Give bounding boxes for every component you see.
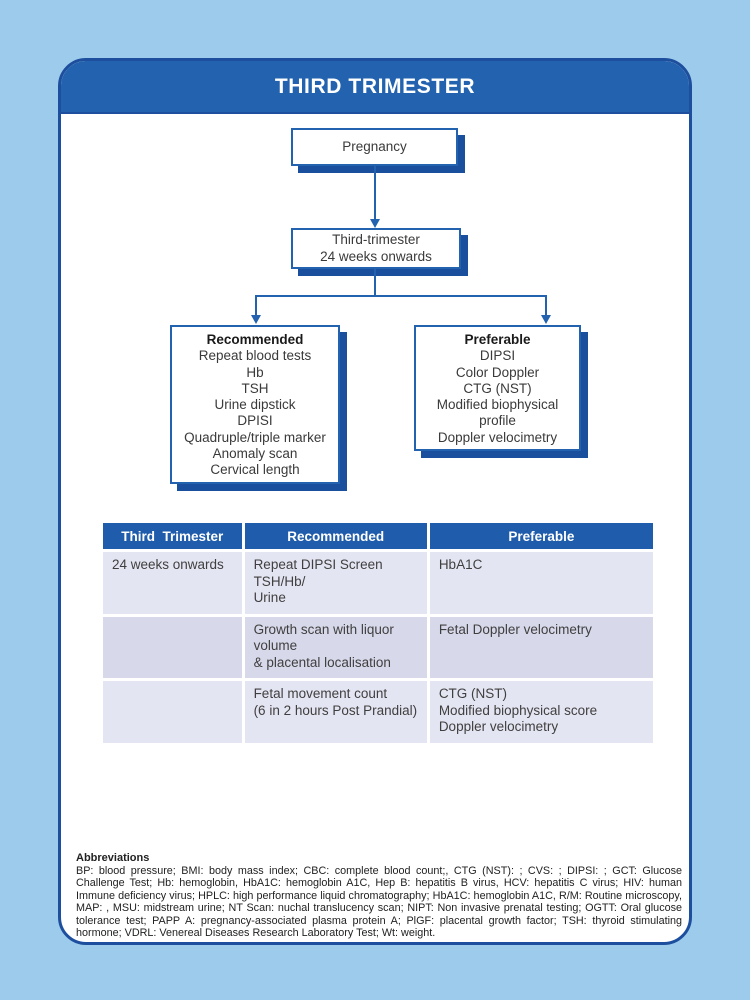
table-row: Fetal movement count(6 in 2 hours Post P…	[100, 678, 657, 746]
arrow-down-icon	[251, 315, 261, 324]
table-cell-line: (6 in 2 hours Post Prandial)	[253, 702, 418, 718]
table-cell-line: 24 weeks onwards	[112, 557, 224, 572]
connector-line	[255, 295, 547, 297]
flow-box-item: Color Doppler	[455, 364, 540, 380]
flow-box-item: profile	[479, 413, 516, 429]
table-cell-line: Modified biophysical score	[438, 702, 598, 718]
table-cell-line: CTG (NST)	[438, 686, 508, 701]
connector-line	[545, 295, 547, 315]
arrow-down-icon	[541, 315, 551, 324]
table-cell-line	[112, 622, 233, 639]
flow-box-item: Repeat blood tests	[198, 348, 312, 364]
flow-box-item: Cervical length	[210, 462, 300, 478]
flow-node-preferable-title: Preferable	[464, 332, 531, 347]
table-row: Growth scan with liquor volume& placenta…	[100, 613, 657, 681]
table-cell-line: HbA1C	[438, 557, 483, 572]
table-cell: Fetal Doppler velocimetry	[426, 613, 657, 681]
table-cell: Growth scan with liquor volume& placenta…	[241, 613, 430, 681]
table-cell-line: Growth scan with liquor volume	[253, 621, 394, 654]
page-title: THIRD TRIMESTER	[274, 74, 476, 98]
table-cell: Repeat DIPSI Screen TSH/Hb/Urine	[241, 549, 430, 617]
table-cell: Fetal movement count(6 in 2 hours Post P…	[241, 678, 430, 746]
table-cell-line: Fetal Doppler velocimetry	[438, 621, 592, 637]
flow-node-recommended-title: Recommended	[206, 332, 304, 347]
abbreviations-text: BP: blood pressure; BMI: body mass index…	[76, 865, 682, 940]
flow-box-item: CTG (NST)	[463, 380, 532, 396]
arrow-down-icon	[370, 219, 380, 228]
flow-box-item: Doppler velocimetry	[437, 429, 558, 445]
connector-line	[255, 295, 257, 315]
table-column-header: Recommended	[241, 520, 430, 552]
flow-box-item: TSH	[241, 380, 269, 396]
table-column-header: Third Trimester	[100, 520, 245, 552]
flow-node-pregnancy: Pregnancy	[291, 128, 458, 166]
connector-line	[374, 166, 376, 219]
flow-box-item: Modified biophysical	[436, 397, 559, 413]
table-cell	[100, 678, 245, 746]
flow-node-trimester-line2: 24 weeks onwards	[320, 248, 432, 264]
flow-node-pregnancy-label: Pregnancy	[342, 138, 407, 154]
table-cell-line: Urine	[253, 590, 286, 605]
connector-line	[374, 269, 376, 297]
flow-box-item: DIPSI	[479, 348, 516, 364]
flow-box-item: Hb	[246, 364, 264, 380]
table-cell: HbA1C	[426, 549, 657, 617]
flow-node-trimester-line1: Third-trimester	[332, 232, 420, 248]
abbreviations-title: Abbreviations	[76, 852, 150, 864]
flow-box-item: DPISI	[237, 413, 273, 429]
table-cell-line: & placental localisation	[253, 654, 391, 670]
table-cell-line	[112, 686, 233, 703]
flow-box-item: Urine dipstick	[214, 397, 296, 413]
table-cell-line: Repeat DIPSI Screen TSH/Hb/	[253, 557, 383, 589]
table-cell: 24 weeks onwards	[100, 549, 245, 617]
table-row: 24 weeks onwards Repeat DIPSI Screen TSH/…	[100, 549, 657, 617]
abbreviations-section: Abbreviations BP: blood pressure; BMI: b…	[76, 852, 682, 939]
third-trimester-card: THIRD TRIMESTER Pregnancy Third-trimeste…	[58, 58, 692, 945]
flow-box-item: Quadruple/triple marker	[184, 429, 326, 445]
table-cell-line: Fetal movement count	[253, 686, 388, 701]
flow-node-third-trimester: Third-trimester 24 weeks onwards	[291, 228, 461, 269]
table-column-header: Preferable	[426, 520, 657, 552]
table-cell	[100, 613, 245, 681]
card-header: THIRD TRIMESTER	[61, 61, 689, 114]
flow-box-item: Anomaly scan	[212, 446, 298, 462]
table-cell-line: Doppler velocimetry	[438, 719, 559, 734]
